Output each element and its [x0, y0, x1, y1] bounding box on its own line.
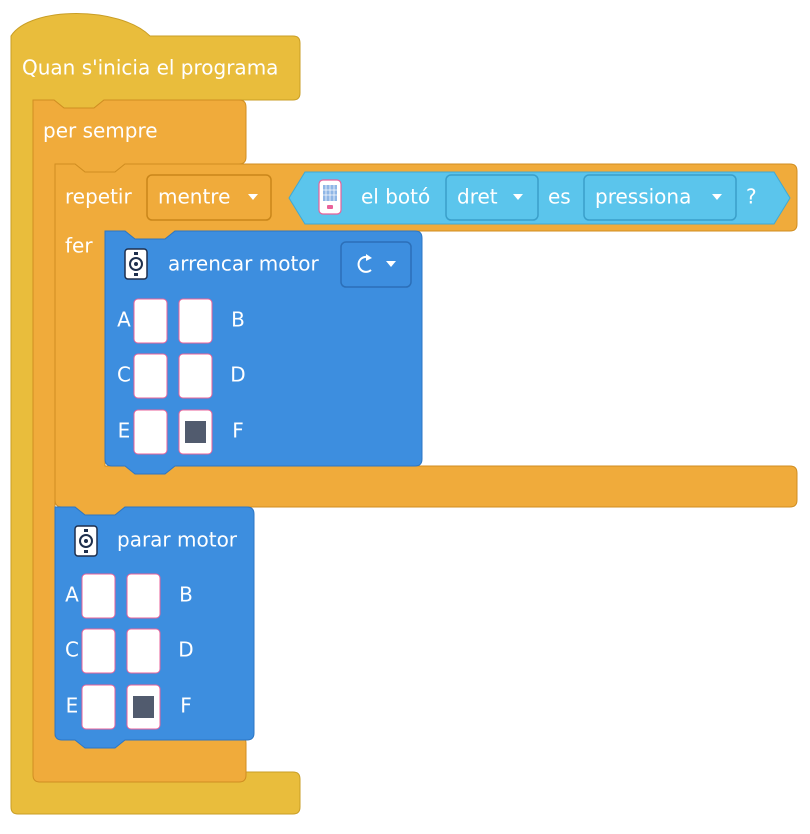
motor-direction-dropdown[interactable] — [340, 241, 412, 288]
repeat-mode-dropdown[interactable]: mentre — [146, 174, 272, 221]
repeat-mode-value: mentre — [158, 185, 230, 209]
port-selected-mark — [185, 421, 206, 443]
motor-direction-dropdown-box — [340, 241, 412, 288]
port-checkbox[interactable] — [81, 573, 116, 619]
chevron-down-icon — [386, 261, 396, 267]
port-label: A — [65, 583, 79, 607]
button-state-value: pressiona — [595, 185, 691, 209]
port-checkbox[interactable] — [126, 573, 161, 619]
port-checkbox[interactable] — [133, 409, 168, 455]
repeat-while-block[interactable]: repetir fer mentre el botó — [54, 163, 798, 516]
button-side-value: dret — [457, 185, 498, 209]
button-pressed-condition[interactable]: el botó dret es pressiona ? — [288, 171, 791, 225]
port-label: F — [232, 419, 244, 443]
port-label: C — [65, 638, 79, 662]
port-checkbox[interactable] — [126, 628, 161, 674]
port-selected-mark — [133, 696, 154, 718]
condition-is-label: es — [548, 185, 571, 209]
repeat-do-label: fer — [65, 234, 93, 258]
button-state-dropdown[interactable]: pressiona — [583, 174, 737, 221]
port-toggle-a[interactable]: A — [117, 298, 168, 344]
port-label: B — [231, 308, 245, 332]
rotate-clockwise-icon — [357, 254, 372, 273]
chevron-down-icon — [513, 194, 523, 200]
port-checkbox[interactable] — [178, 298, 213, 344]
button-side-dropdown-box — [445, 174, 539, 221]
hat-block-label: Quan s'inicia el programa — [22, 56, 278, 80]
port-toggle-d[interactable]: D — [178, 353, 246, 399]
chevron-down-icon — [712, 194, 722, 200]
forever-block-label: per sempre — [43, 119, 158, 143]
condition-hexagon-shape — [288, 171, 791, 225]
port-label: B — [179, 583, 193, 607]
stop-motor-label: parar motor — [117, 528, 238, 552]
port-toggle-b[interactable]: B — [178, 298, 245, 344]
stop-motor-ports: A B C D E F — [65, 573, 194, 730]
port-label: A — [117, 308, 131, 332]
stop-motor-block[interactable]: parar motor A B C D E F — [54, 506, 255, 749]
port-toggle-a[interactable]: A — [65, 573, 116, 619]
port-toggle-c[interactable]: C — [117, 353, 168, 399]
repeat-mode-dropdown-box — [146, 174, 272, 221]
port-checkbox[interactable] — [81, 684, 116, 730]
start-motor-ports: A B C D E F — [117, 298, 246, 455]
port-toggle-b[interactable]: B — [126, 573, 193, 619]
port-toggle-e[interactable]: E — [66, 684, 116, 730]
port-label: D — [178, 638, 193, 662]
port-toggle-d[interactable]: D — [126, 628, 194, 674]
port-checkbox[interactable] — [133, 353, 168, 399]
motor-icon — [74, 525, 98, 557]
port-toggle-e[interactable]: E — [118, 409, 168, 455]
repeat-block-label: repetir — [65, 185, 132, 209]
condition-question-mark: ? — [746, 185, 757, 209]
port-toggle-c[interactable]: C — [65, 628, 116, 674]
port-checkbox[interactable] — [81, 628, 116, 674]
port-label: C — [117, 363, 131, 387]
port-checkbox[interactable] — [133, 298, 168, 344]
port-label: E — [118, 419, 131, 443]
button-state-dropdown-box — [583, 174, 737, 221]
port-label: E — [66, 694, 79, 718]
button-side-dropdown[interactable]: dret — [445, 174, 539, 221]
motor-icon — [124, 248, 148, 280]
port-toggle-f[interactable]: F — [178, 409, 244, 455]
port-label: D — [230, 363, 245, 387]
phone-icon — [318, 179, 342, 215]
port-checkbox[interactable] — [178, 353, 213, 399]
port-toggle-f[interactable]: F — [126, 684, 192, 730]
start-motor-block[interactable]: arrencar motor A B C D E F — [104, 230, 423, 475]
port-label: F — [180, 694, 192, 718]
condition-label: el botó — [361, 185, 430, 209]
start-motor-label: arrencar motor — [168, 252, 320, 276]
chevron-down-icon — [248, 194, 258, 200]
